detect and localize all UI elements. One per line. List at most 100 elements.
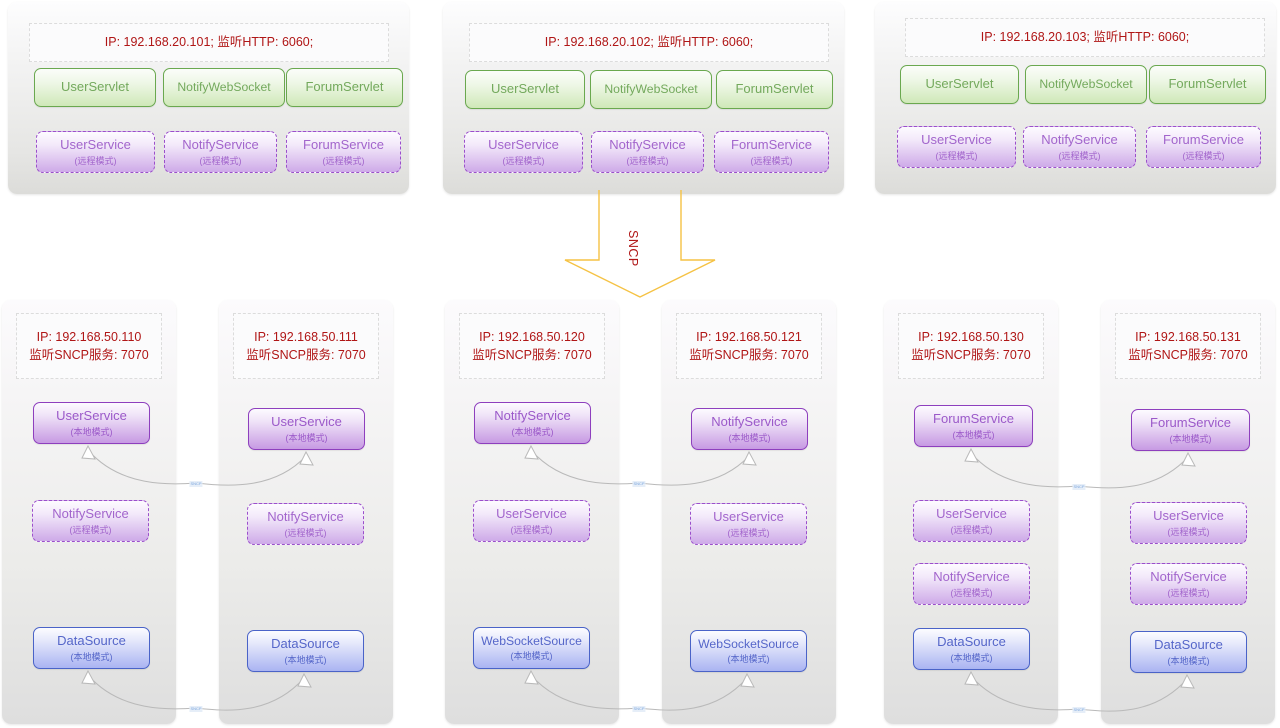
- servlet-label: NotifyWebSocket: [177, 79, 271, 94]
- node-box-datasource-local[interactable]: DataSource (本地模式): [1130, 631, 1247, 673]
- sncp-port-line: 监听SNCP服务: 7070: [689, 348, 809, 362]
- node-mode: (远程模式): [69, 524, 112, 535]
- node-label: UserService: [1153, 508, 1224, 524]
- ip-address-line: IP: 192.168.50.130: [918, 329, 1024, 344]
- service-label: ForumService: [1163, 132, 1244, 148]
- node-label: ForumService: [933, 411, 1014, 427]
- servlet-box-forumservlet-1[interactable]: ForumServlet: [286, 68, 403, 107]
- node-mode: (本地模式): [1169, 433, 1212, 444]
- service-box-notifyservice-1[interactable]: NotifyService (远程模式): [164, 131, 277, 173]
- node-mode: (本地模式): [728, 432, 771, 443]
- service-box-userservice-3[interactable]: UserService (远程模式): [897, 126, 1016, 168]
- node-box-userservice-remote[interactable]: UserService (远程模式): [1130, 502, 1247, 544]
- connector-label: SNCP: [632, 706, 646, 712]
- node-box-datasource-local[interactable]: DataSource (本地模式): [33, 627, 150, 669]
- node-box-notifyservice-local[interactable]: NotifyService (本地模式): [474, 402, 591, 444]
- service-node-panel-131: IP: 192.168.50.131 监听SNCP服务: 7070 ForumS…: [1101, 300, 1275, 724]
- node-mode: (远程模式): [1167, 587, 1210, 598]
- node-box-notifyservice-remote[interactable]: NotifyService (远程模式): [913, 563, 1030, 605]
- node-mode: (本地模式): [70, 426, 113, 437]
- service-node-panel-110: IP: 192.168.50.110 监听SNCP服务: 7070 UserSe…: [2, 300, 176, 724]
- service-box-userservice-2[interactable]: UserService (远程模式): [464, 131, 583, 173]
- service-mode: (远程模式): [502, 155, 545, 166]
- ip-header-110: IP: 192.168.50.110 监听SNCP服务: 7070: [16, 313, 162, 379]
- service-box-notifyservice-3[interactable]: NotifyService (远程模式): [1023, 126, 1136, 168]
- web-node-panel-3: IP: 192.168.20.103; 监听HTTP: 6060; UserSe…: [875, 2, 1276, 194]
- node-mode: (远程模式): [284, 527, 327, 538]
- service-box-userservice-1[interactable]: UserService (远程模式): [36, 131, 155, 173]
- servlet-box-userservlet-2[interactable]: UserServlet: [465, 70, 585, 109]
- service-node-panel-121: IP: 192.168.50.121 监听SNCP服务: 7070 Notify…: [662, 300, 836, 724]
- node-box-forumservice-local[interactable]: ForumService (本地模式): [1131, 409, 1250, 451]
- ip-header-120: IP: 192.168.50.120 监听SNCP服务: 7070: [459, 313, 605, 379]
- node-box-datasource-local[interactable]: DataSource (本地模式): [247, 630, 364, 672]
- node-mode: (本地模式): [1167, 655, 1210, 666]
- node-box-websocketsource-local[interactable]: WebSocketSource (本地模式): [473, 627, 590, 669]
- service-box-forumservice-1[interactable]: ForumService (远程模式): [286, 131, 401, 173]
- servlet-box-forumservlet-3[interactable]: ForumServlet: [1149, 65, 1266, 104]
- connector-label: SNCP: [1072, 707, 1086, 713]
- node-label: NotifyService: [494, 408, 571, 424]
- node-box-userservice-local[interactable]: UserService (本地模式): [33, 402, 150, 444]
- connector-label: SNCP: [189, 481, 203, 487]
- servlet-box-userservlet-1[interactable]: UserServlet: [34, 68, 156, 107]
- servlet-box-notifywebsocket-3[interactable]: NotifyWebSocket: [1025, 65, 1147, 104]
- node-box-notifyservice-remote[interactable]: NotifyService (远程模式): [1130, 563, 1247, 605]
- sncp-port-line: 监听SNCP服务: 7070: [29, 348, 149, 362]
- service-mode: (远程模式): [750, 155, 793, 166]
- web-node-panel-1: IP: 192.168.20.101; 监听HTTP: 6060; UserSe…: [8, 2, 409, 194]
- node-label: WebSocketSource: [698, 636, 799, 651]
- ip-address-line: IP: 192.168.50.121: [696, 329, 802, 344]
- node-box-notifyservice-remote[interactable]: NotifyService (远程模式): [247, 503, 364, 545]
- ip-address-line: IP: 192.168.50.131: [1135, 329, 1241, 344]
- node-mode: (远程模式): [510, 524, 553, 535]
- node-label: DataSource: [57, 633, 126, 649]
- node-box-forumservice-local[interactable]: ForumService (本地模式): [914, 405, 1033, 447]
- node-label: NotifyService: [52, 506, 129, 522]
- servlet-box-userservlet-3[interactable]: UserServlet: [900, 65, 1019, 104]
- node-box-notifyservice-local[interactable]: NotifyService (本地模式): [691, 408, 808, 450]
- node-label: WebSocketSource: [481, 633, 582, 648]
- service-mode: (远程模式): [322, 155, 365, 166]
- connector-label: SNCP: [632, 481, 646, 487]
- ip-header-131: IP: 192.168.50.131 监听SNCP服务: 7070: [1115, 313, 1261, 379]
- connector-label: SNCP: [1072, 484, 1086, 490]
- node-mode: (本地模式): [950, 652, 993, 663]
- sncp-port-line: 监听SNCP服务: 7070: [246, 348, 366, 362]
- servlet-label: ForumServlet: [735, 81, 814, 97]
- sncp-protocol-label: SNCP: [626, 229, 640, 267]
- node-label: NotifyService: [1150, 569, 1227, 585]
- service-mode: (远程模式): [199, 155, 242, 166]
- ip-address-line: IP: 192.168.50.111: [254, 329, 358, 344]
- node-box-notifyservice-remote[interactable]: NotifyService (远程模式): [32, 500, 149, 542]
- servlet-box-notifywebsocket-2[interactable]: NotifyWebSocket: [590, 70, 712, 109]
- service-box-notifyservice-2[interactable]: NotifyService (远程模式): [591, 131, 704, 173]
- node-box-userservice-local[interactable]: UserService (本地模式): [248, 408, 365, 450]
- service-label: UserService: [60, 137, 131, 153]
- node-box-userservice-remote[interactable]: UserService (远程模式): [690, 503, 807, 545]
- sncp-port-line: 监听SNCP服务: 7070: [911, 348, 1031, 362]
- service-node-panel-130: IP: 192.168.50.130 监听SNCP服务: 7070 ForumS…: [884, 300, 1058, 724]
- ip-header-111: IP: 192.168.50.111 监听SNCP服务: 7070: [233, 313, 379, 379]
- service-box-forumservice-3[interactable]: ForumService (远程模式): [1146, 126, 1261, 168]
- service-label: UserService: [921, 132, 992, 148]
- service-node-panel-120: IP: 192.168.50.120 监听SNCP服务: 7070 Notify…: [445, 300, 619, 724]
- service-box-forumservice-2[interactable]: ForumService (远程模式): [714, 131, 829, 173]
- node-box-datasource-local[interactable]: DataSource (本地模式): [913, 628, 1030, 670]
- service-label: UserService: [488, 137, 559, 153]
- ip-header-121: IP: 192.168.50.121 监听SNCP服务: 7070: [676, 313, 822, 379]
- node-mode: (本地模式): [284, 654, 327, 665]
- ip-header-web-2: IP: 192.168.20.102; 监听HTTP: 6060;: [469, 23, 829, 62]
- servlet-box-notifywebsocket-1[interactable]: NotifyWebSocket: [163, 68, 285, 107]
- node-box-websocketsource-local[interactable]: WebSocketSource (本地模式): [690, 630, 807, 672]
- service-label: NotifyService: [1041, 132, 1118, 148]
- node-label: NotifyService: [711, 414, 788, 430]
- node-box-userservice-remote[interactable]: UserService (远程模式): [473, 500, 590, 542]
- node-label: UserService: [496, 506, 567, 522]
- connector-label: SNCP: [189, 706, 203, 712]
- node-mode: (本地模式): [285, 432, 328, 443]
- node-label: ForumService: [1150, 415, 1231, 431]
- servlet-box-forumservlet-2[interactable]: ForumServlet: [716, 70, 833, 109]
- servlet-label: NotifyWebSocket: [604, 81, 698, 96]
- node-box-userservice-remote[interactable]: UserService (远程模式): [913, 500, 1030, 542]
